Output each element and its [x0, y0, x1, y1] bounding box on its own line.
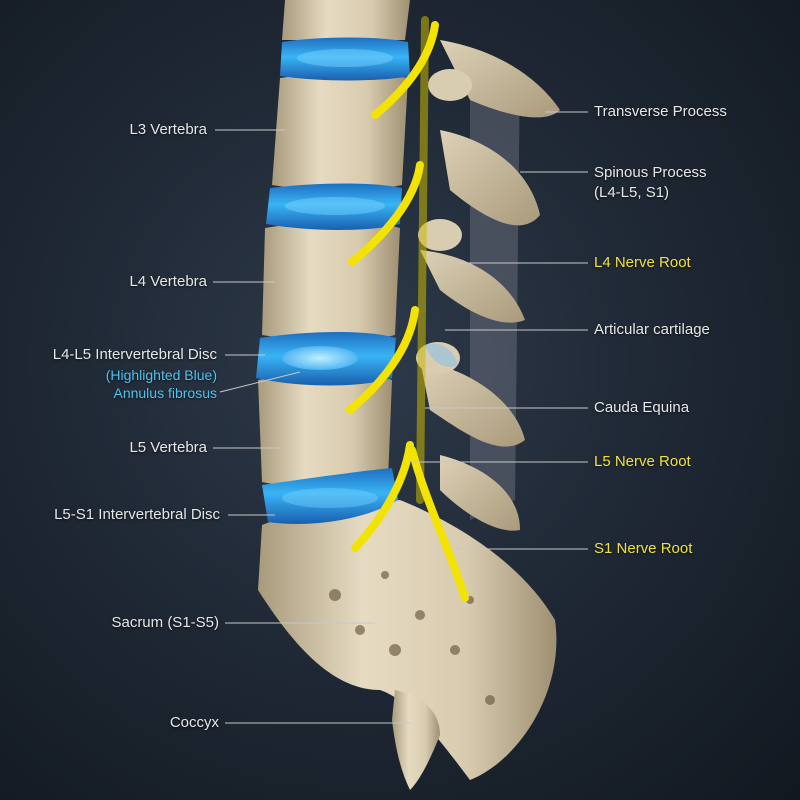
coccyx-shape — [392, 690, 440, 790]
label-l5-vertebra: L5 Vertebra — [129, 439, 207, 456]
cauda-equina-strands — [416, 16, 429, 504]
nerve-roots — [346, 16, 469, 602]
label-sacrum: Sacrum (S1-S5) — [111, 614, 219, 631]
nerve-root-l4 — [348, 161, 424, 266]
transverse-process-l4 — [420, 250, 525, 323]
label-spinous-process-levels: (L4-L5, S1) — [594, 184, 670, 201]
vertebra-l3 — [272, 73, 408, 191]
disc-l2-l3 — [280, 37, 410, 81]
leader-lines — [213, 111, 588, 724]
label-l3-vertebra: L3 Vertebra — [129, 121, 207, 138]
posterior-processes — [416, 40, 560, 531]
vertebra-top-partial — [282, 0, 410, 40]
facet-joint-upper — [428, 69, 472, 101]
label-spinous-process: Spinous Process — [594, 164, 707, 181]
spinous-process-l4 — [440, 130, 540, 226]
intervertebral-discs — [256, 37, 410, 524]
nerve-root-l5 — [346, 306, 419, 414]
facet-joint-mid — [418, 219, 462, 251]
label-cauda-equina: Cauda Equina — [594, 399, 690, 416]
sacral-foramina — [329, 571, 495, 705]
articular-cartilage-shape — [425, 343, 458, 367]
label-annulus-fibrosus: Annulus fibrosus — [113, 385, 217, 401]
disc-l3-l4 — [266, 183, 402, 230]
label-transverse-process: Transverse Process — [594, 103, 727, 120]
label-l4-l5-disc: L4-L5 Intervertebral Disc — [52, 346, 217, 363]
nerve-root-l3 — [371, 21, 439, 119]
sacrum-shape — [258, 500, 557, 780]
label-l5-nerve-root: L5 Nerve Root — [594, 453, 691, 470]
label-s1-nerve-root: S1 Nerve Root — [594, 540, 693, 557]
label-coccyx: Coccyx — [169, 714, 219, 731]
nucleus-pulposus — [282, 346, 358, 370]
disc-l5-s1 — [262, 468, 398, 524]
spinous-process-l5 — [420, 360, 525, 447]
nerve-root-s1-right — [408, 446, 469, 602]
nerve-root-s1-left — [351, 441, 414, 552]
label-l4-vertebra: L4 Vertebra — [129, 273, 207, 290]
label-l5-s1-disc: L5-S1 Intervertebral Disc — [54, 506, 220, 523]
label-l4-nerve-root: L4 Nerve Root — [594, 254, 691, 271]
transverse-process-l3 — [440, 40, 560, 118]
label-highlighted-blue: (Highlighted Blue) — [105, 367, 217, 383]
label-articular-cartilage: Articular cartilage — [594, 321, 710, 338]
transverse-process-l5 — [440, 455, 520, 531]
leader-annulus — [219, 371, 301, 393]
